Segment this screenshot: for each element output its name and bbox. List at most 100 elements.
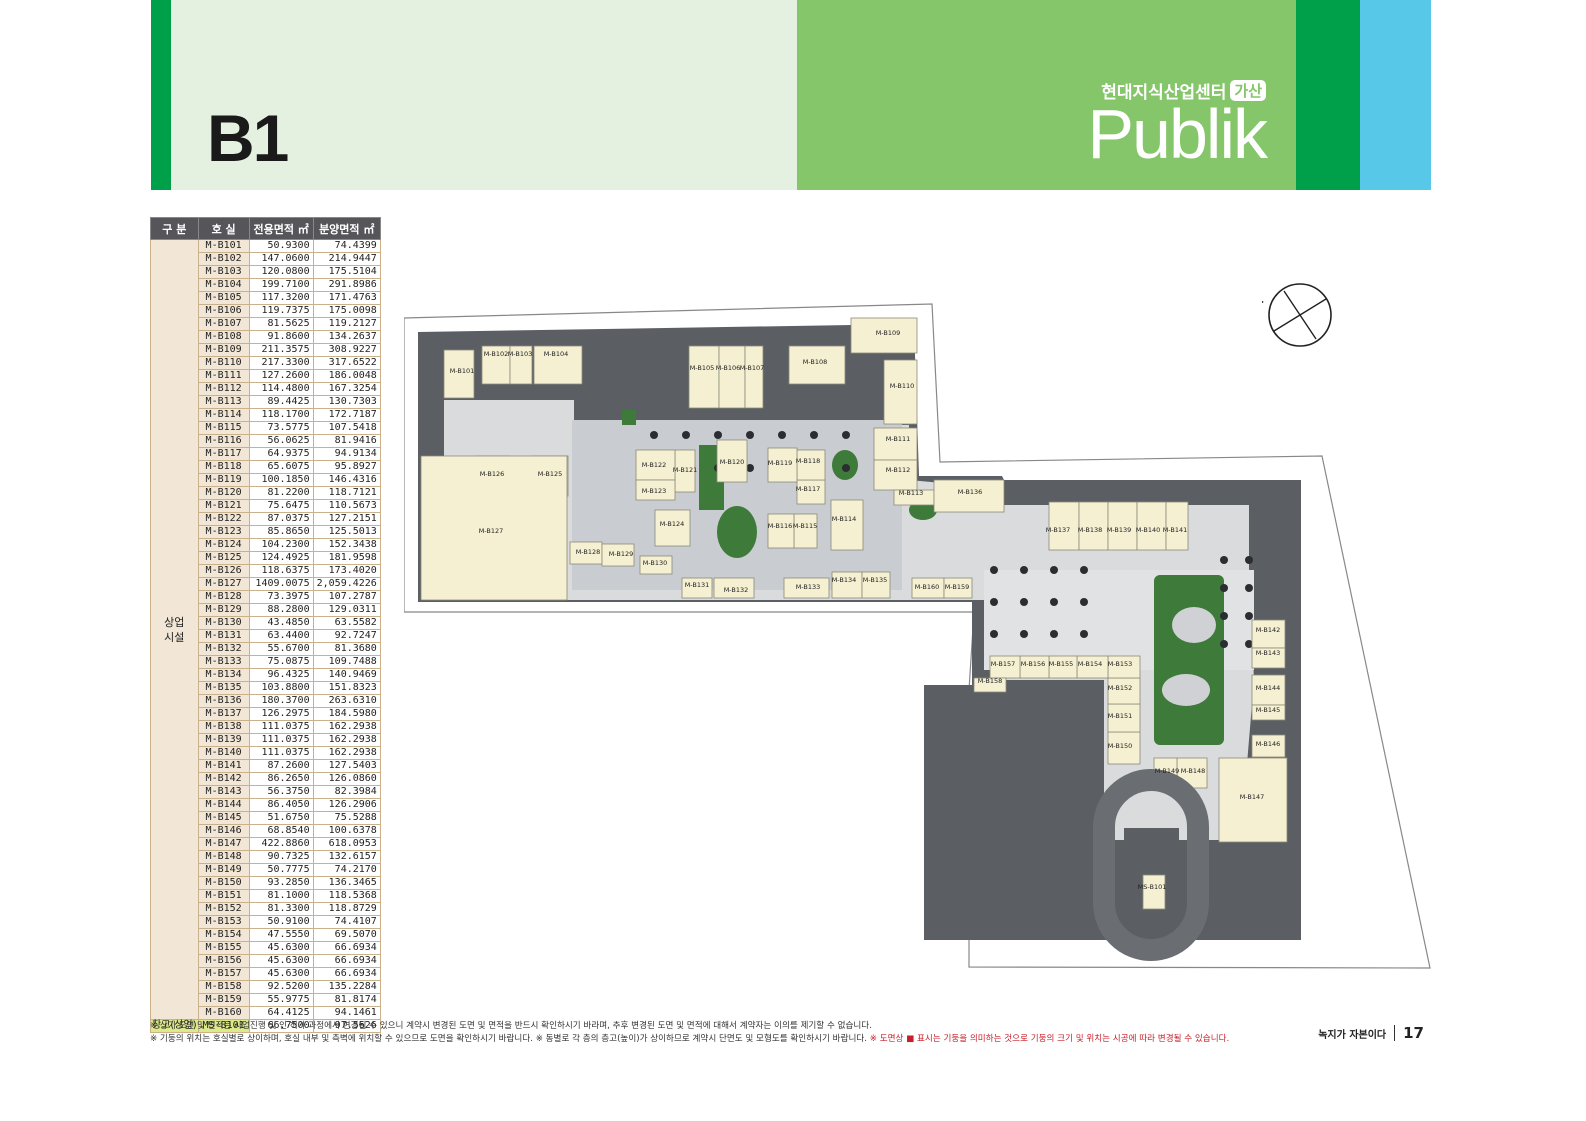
unit-cell: M-B103 <box>197 265 250 279</box>
sale-area-cell: 132.6157 <box>312 850 381 864</box>
unit-cell: M-B147 <box>197 837 250 851</box>
unit-label: M-B146 <box>1256 740 1281 748</box>
unit-cell: M-B145 <box>197 811 250 825</box>
unit-label: M-B107 <box>740 364 765 372</box>
brand-name: Publik <box>1087 95 1268 173</box>
unit-label: M-B145 <box>1256 706 1281 714</box>
unit-label: M-B158 <box>978 677 1003 685</box>
exclusive-area-cell: 127.2600 <box>248 369 314 383</box>
unit-cell: M-B144 <box>197 798 250 812</box>
unit-label: M-B105 <box>690 364 715 372</box>
unit-label: M-B103 <box>508 350 533 358</box>
unit-label: M-B153 <box>1108 660 1133 668</box>
brand-subtitle-text: 현대지식산업센터 <box>1101 83 1227 103</box>
exclusive-area-cell: 211.3575 <box>248 343 314 357</box>
unit-label: M-B136 <box>958 488 983 496</box>
exclusive-area-cell: 73.3975 <box>248 590 314 604</box>
unit-label: M-B118 <box>796 457 821 465</box>
sale-area-cell: 126.2906 <box>312 798 381 812</box>
exclusive-area-cell: 124.4925 <box>248 551 314 565</box>
garden-path <box>1162 674 1210 706</box>
pillar-marker <box>810 431 818 439</box>
garden-east <box>1154 575 1224 745</box>
sale-area-cell: 175.5104 <box>312 265 381 279</box>
brand-location-tag: 가산 <box>1230 80 1266 101</box>
brand-subtitle: 현대지식산업센터 가산 <box>1087 78 1266 103</box>
unit-label: M-B125 <box>538 470 563 478</box>
sale-area-cell: 81.8174 <box>312 993 381 1007</box>
exclusive-area-cell: 100.1850 <box>248 473 314 487</box>
page-footer: 녹지가 자본이다 17 <box>1318 1024 1424 1042</box>
exclusive-area-cell: 51.6750 <box>248 811 314 825</box>
storage-unit-cell: MS-B101 <box>197 1019 250 1033</box>
exclusive-area-cell: 147.0600 <box>248 252 314 266</box>
pillar-marker <box>1080 566 1088 574</box>
footer-divider <box>1394 1025 1396 1041</box>
pillar-marker <box>1050 630 1058 638</box>
unit-label: M-B138 <box>1078 526 1103 534</box>
pillar-marker <box>842 431 850 439</box>
unit-cell: M-B158 <box>197 980 250 994</box>
sale-area-cell: 135.2284 <box>312 980 381 994</box>
unit-label: M-B108 <box>803 358 828 366</box>
unit-label: M-B114 <box>832 515 857 523</box>
unit-label: M-B134 <box>832 576 857 584</box>
unit-label: M-B115 <box>793 522 818 530</box>
unit-cell: M-B124 <box>197 538 250 552</box>
sale-area-cell: 140.9469 <box>312 668 381 682</box>
footer-slogan: 녹지가 자본이다 <box>1318 1029 1387 1041</box>
unit-cell: M-B154 <box>197 928 250 942</box>
page-number: 17 <box>1403 1024 1424 1042</box>
exclusive-area-cell: 81.2200 <box>248 486 314 500</box>
sale-area-cell: 63.5582 <box>312 616 381 630</box>
unit-cell: M-B142 <box>197 772 250 786</box>
unit-label: M-B120 <box>720 458 745 466</box>
unit-cell: M-B138 <box>197 720 250 734</box>
sale-area-cell: 291.8986 <box>312 278 381 292</box>
unit-cell: M-B110 <box>197 356 250 370</box>
unit-label: M-B144 <box>1256 684 1281 692</box>
exclusive-area-cell: 73.5775 <box>248 421 314 435</box>
unit-label: M-B151 <box>1108 712 1133 720</box>
unit-label: M-B150 <box>1108 742 1133 750</box>
sale-area-cell: 74.4107 <box>312 915 381 929</box>
sale-area-cell: 181.9598 <box>312 551 381 565</box>
exclusive-area-cell: 81.5625 <box>248 317 314 331</box>
unit-cell: M-B130 <box>197 616 250 630</box>
pillar-marker <box>1220 640 1228 648</box>
unit-cell: M-B146 <box>197 824 250 838</box>
unit-cell: M-B112 <box>197 382 250 396</box>
exclusive-area-cell: 55.6700 <box>248 642 314 656</box>
unit-label: M-B127 <box>479 527 504 535</box>
sale-area-cell: 74.2170 <box>312 863 381 877</box>
unit-label: M-B160 <box>915 583 940 591</box>
exclusive-area-cell: 118.6375 <box>248 564 314 578</box>
unit-label: M-B143 <box>1256 649 1281 657</box>
unit-cell: M-B107 <box>197 317 250 331</box>
unit-cell: M-B143 <box>197 785 250 799</box>
pillar-marker <box>990 598 998 606</box>
exclusive-area-cell: 47.5550 <box>248 928 314 942</box>
pillar-marker <box>650 431 658 439</box>
unit-cell: M-B122 <box>197 512 250 526</box>
sale-area-cell: 118.7121 <box>312 486 381 500</box>
sale-area-cell: 118.5368 <box>312 889 381 903</box>
sale-area-cell: 82.3984 <box>312 785 381 799</box>
storage-sale-area-cell: 97.5626 <box>312 1019 381 1033</box>
unit-cell: M-B129 <box>197 603 250 617</box>
